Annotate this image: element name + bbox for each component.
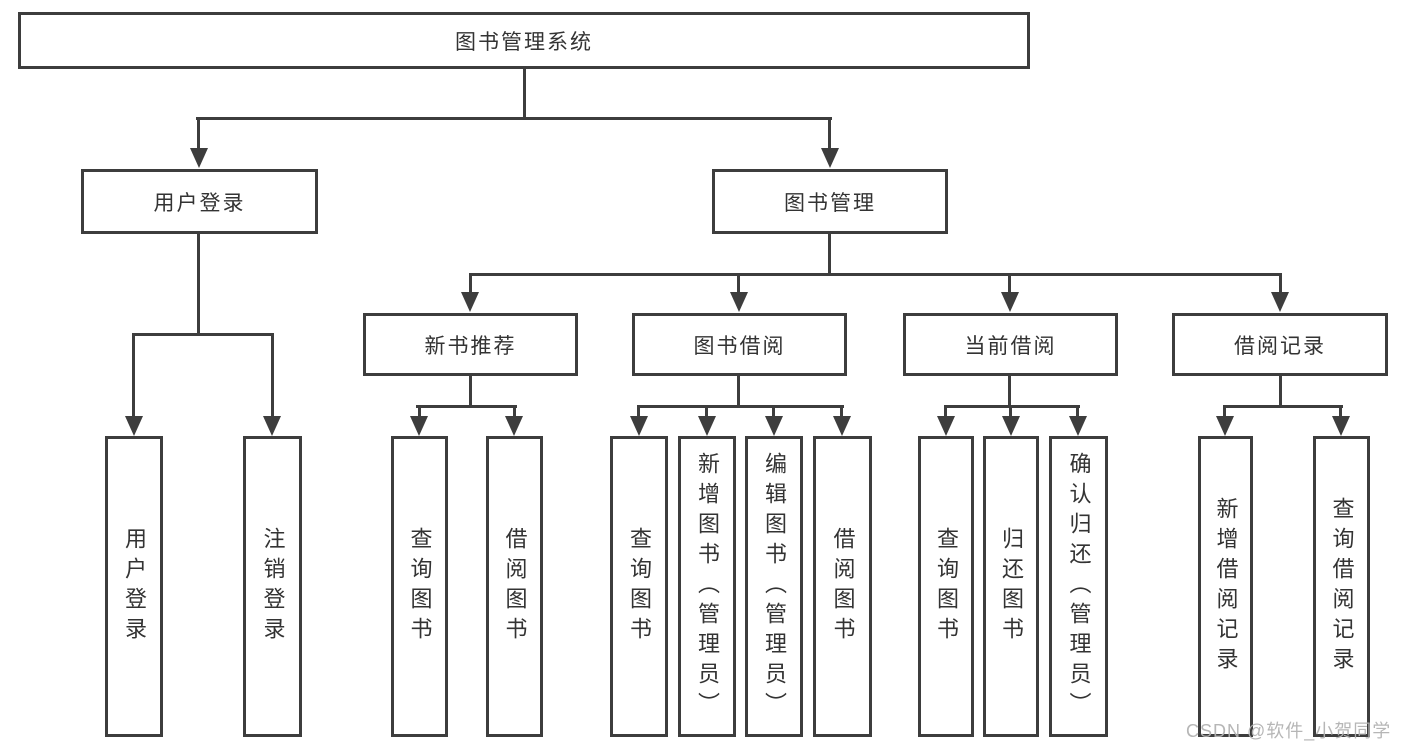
connector-drop <box>513 405 516 420</box>
leaf-current-query-books: 查询图书 <box>918 436 974 737</box>
connector-drop-leaf-logout <box>271 333 274 420</box>
connector-drop-new-book-recommend <box>469 273 472 298</box>
leaf-newbook-query-books-label: 查询图书 <box>407 526 433 647</box>
connector-drop-leaf-user-login <box>132 333 135 420</box>
node-borrow-records-label: 借阅记录 <box>1234 334 1326 358</box>
arrow-down-icon <box>1216 416 1234 436</box>
connector-drop <box>705 405 708 420</box>
connector-drop <box>637 405 640 420</box>
leaf-records-add-record: 新增借阅记录 <box>1198 436 1253 737</box>
connector-borrow-records-stem <box>1279 375 1282 408</box>
connector-root-split <box>196 117 832 120</box>
connector-drop <box>840 405 843 420</box>
arrow-down-icon <box>1271 292 1289 312</box>
node-user-login: 用户登录 <box>81 169 318 234</box>
node-borrow-records: 借阅记录 <box>1172 313 1388 376</box>
node-book-management: 图书管理 <box>712 169 948 234</box>
connector-drop-book-management <box>828 117 831 155</box>
arrow-down-icon <box>698 416 716 436</box>
connector-book-borrow-split <box>637 405 844 408</box>
node-current-borrow-label: 当前借阅 <box>964 334 1057 358</box>
arrow-down-icon <box>1001 292 1019 312</box>
leaf-user-login: 用户登录 <box>105 436 163 737</box>
node-user-login-label: 用户登录 <box>153 191 246 215</box>
leaf-borrow-borrow-books-label: 借阅图书 <box>830 526 856 647</box>
node-root-label: 图书管理系统 <box>455 30 593 54</box>
arrow-down-icon <box>630 416 648 436</box>
connector-current-borrow-split <box>944 405 1080 408</box>
node-book-borrow-label: 图书借阅 <box>693 334 786 358</box>
node-root: 图书管理系统 <box>18 12 1030 69</box>
arrow-down-icon <box>1002 416 1020 436</box>
leaf-borrow-edit-books-admin-label: 编辑图书（管理员） <box>762 451 787 722</box>
leaf-borrow-borrow-books: 借阅图书 <box>813 436 872 737</box>
leaf-current-return-books: 归还图书 <box>983 436 1039 737</box>
arrow-down-icon <box>263 416 281 436</box>
connector-book-management-stem <box>828 233 831 276</box>
leaf-current-return-books-label: 归还图书 <box>999 526 1024 647</box>
csdn-watermark: CSDN @软件_小贺同学 <box>1186 721 1392 741</box>
connector-drop-borrow-records <box>1279 273 1282 298</box>
arrow-down-icon <box>125 416 143 436</box>
connector-drop <box>1339 405 1342 420</box>
node-book-management-label: 图书管理 <box>784 191 876 215</box>
connector-drop <box>418 405 421 420</box>
connector-user-login-split <box>132 333 274 336</box>
node-new-book-recommend-label: 新书推荐 <box>424 334 517 358</box>
connector-drop-book-borrow <box>737 273 740 298</box>
arrow-down-icon <box>190 148 208 168</box>
connector-new-book-recommend-stem <box>469 375 472 408</box>
connector-drop <box>1009 405 1012 420</box>
arrow-down-icon <box>937 416 955 436</box>
connector-drop <box>1223 405 1226 420</box>
connector-drop <box>772 405 775 420</box>
leaf-records-add-record-label: 新增借阅记录 <box>1213 496 1239 677</box>
node-current-borrow: 当前借阅 <box>903 313 1118 376</box>
connector-book-borrow-stem <box>737 375 740 408</box>
leaf-borrow-query-books-label: 查询图书 <box>627 526 652 647</box>
leaf-current-confirm-return-admin: 确认归还（管理员） <box>1049 436 1108 737</box>
connector-drop-current-borrow <box>1008 273 1011 298</box>
connector-user-login-stem <box>197 233 200 336</box>
leaf-borrow-add-books-admin: 新增图书（管理员） <box>678 436 736 737</box>
leaf-newbook-borrow-books-label: 借阅图书 <box>502 526 528 647</box>
arrow-down-icon <box>765 416 783 436</box>
arrow-down-icon <box>410 416 428 436</box>
arrow-down-icon <box>821 148 839 168</box>
connector-current-borrow-stem <box>1008 375 1011 408</box>
leaf-logout-label: 注销登录 <box>260 526 286 647</box>
arrow-down-icon <box>833 416 851 436</box>
leaf-newbook-query-books: 查询图书 <box>391 436 448 737</box>
connector-book-management-split <box>469 273 1282 276</box>
arrow-down-icon <box>461 292 479 312</box>
leaf-user-login-label: 用户登录 <box>122 526 147 647</box>
leaf-borrow-query-books: 查询图书 <box>610 436 668 737</box>
connector-borrow-records-split <box>1224 405 1343 408</box>
leaf-borrow-add-books-admin-label: 新增图书（管理员） <box>695 451 720 722</box>
connector-drop-user-login <box>197 117 200 155</box>
leaf-newbook-borrow-books: 借阅图书 <box>486 436 543 737</box>
connector-root-stem <box>523 68 526 120</box>
leaf-logout: 注销登录 <box>243 436 302 737</box>
node-book-borrow: 图书借阅 <box>632 313 847 376</box>
arrow-down-icon <box>1069 416 1087 436</box>
connector-drop <box>944 405 947 420</box>
connector-new-book-recommend-split <box>416 405 517 408</box>
arrow-down-icon <box>1332 416 1350 436</box>
leaf-borrow-edit-books-admin: 编辑图书（管理员） <box>745 436 803 737</box>
connector-drop <box>1076 405 1079 420</box>
leaf-records-query-record: 查询借阅记录 <box>1313 436 1370 737</box>
leaf-records-query-record-label: 查询借阅记录 <box>1329 496 1355 677</box>
node-new-book-recommend: 新书推荐 <box>363 313 578 376</box>
leaf-current-confirm-return-admin-label: 确认归还（管理员） <box>1066 451 1092 722</box>
arrow-down-icon <box>730 292 748 312</box>
leaf-current-query-books-label: 查询图书 <box>934 526 959 647</box>
arrow-down-icon <box>505 416 523 436</box>
